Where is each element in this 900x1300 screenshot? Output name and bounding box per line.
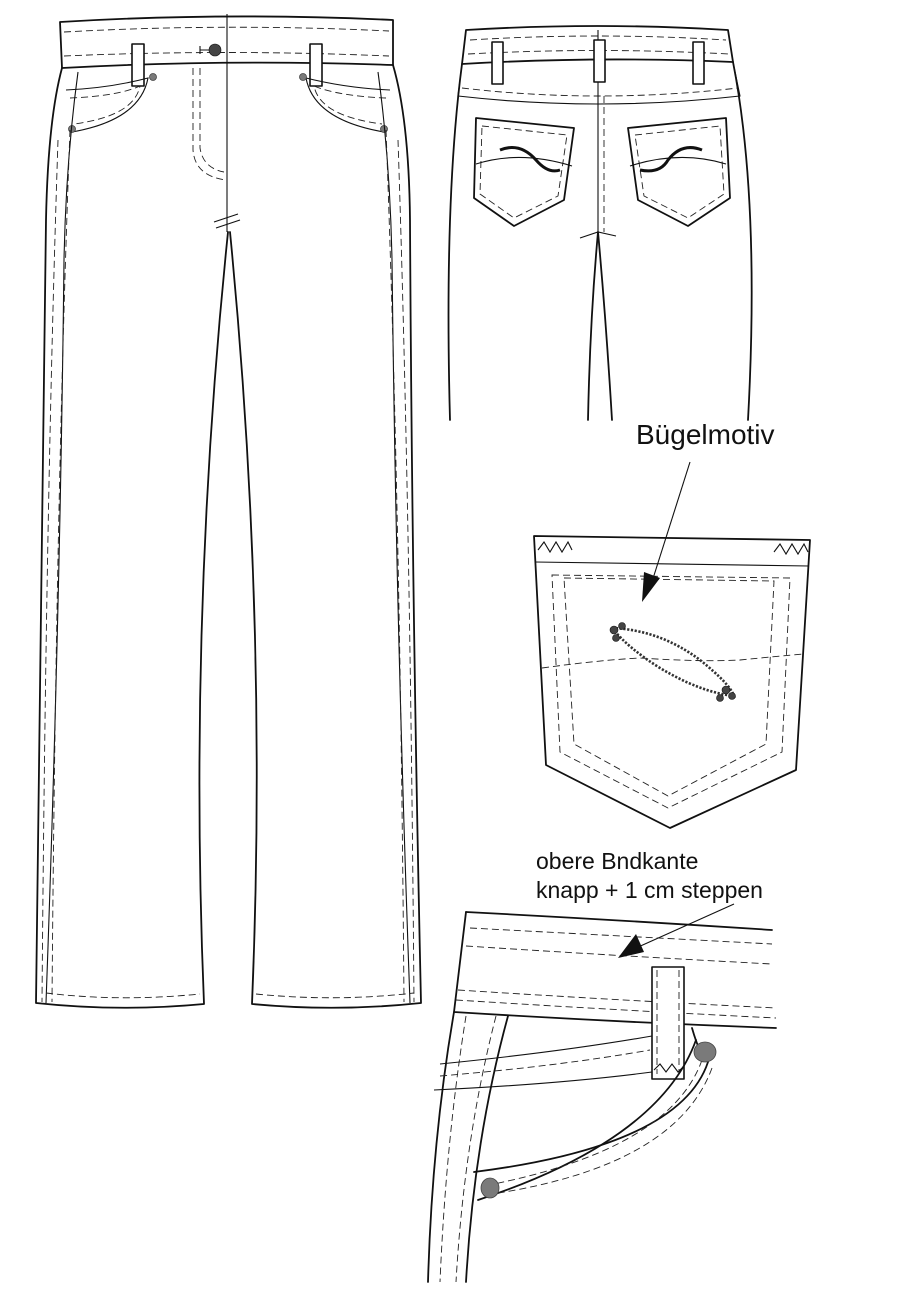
waistband-leader-arrow bbox=[618, 903, 735, 958]
back-pocket-left bbox=[473, 117, 575, 227]
motif-leader-arrow bbox=[642, 461, 691, 602]
back-pocket-right bbox=[627, 117, 731, 227]
motif-label: Bügelmotiv bbox=[636, 419, 775, 450]
waistband-detail bbox=[427, 911, 777, 1283]
front-button-icon bbox=[208, 43, 222, 57]
back-pocket-detail bbox=[533, 535, 811, 829]
fly-topstitch bbox=[192, 68, 227, 181]
back-belt-loop-left bbox=[491, 41, 504, 85]
detail-rivet-bottom bbox=[480, 1177, 500, 1199]
back-belt-loop-right bbox=[692, 41, 705, 85]
front-view bbox=[35, 14, 422, 1009]
back-view bbox=[447, 25, 753, 421]
waistband-note-line2: knapp + 1 cm steppen bbox=[536, 877, 763, 903]
front-belt-loop-right bbox=[309, 43, 323, 87]
front-pocket-left bbox=[65, 77, 149, 133]
motif-swirl bbox=[609, 626, 736, 698]
waistband-note-line1: obere Bndkante bbox=[536, 848, 699, 874]
front-right-leg-outline bbox=[229, 64, 422, 1009]
back-belt-loop-center bbox=[593, 39, 606, 83]
detail-rivet-top bbox=[693, 1041, 717, 1063]
front-left-leg-outline bbox=[35, 67, 229, 1009]
motif-stud-line bbox=[541, 653, 805, 669]
front-belt-loop-left bbox=[131, 43, 145, 87]
